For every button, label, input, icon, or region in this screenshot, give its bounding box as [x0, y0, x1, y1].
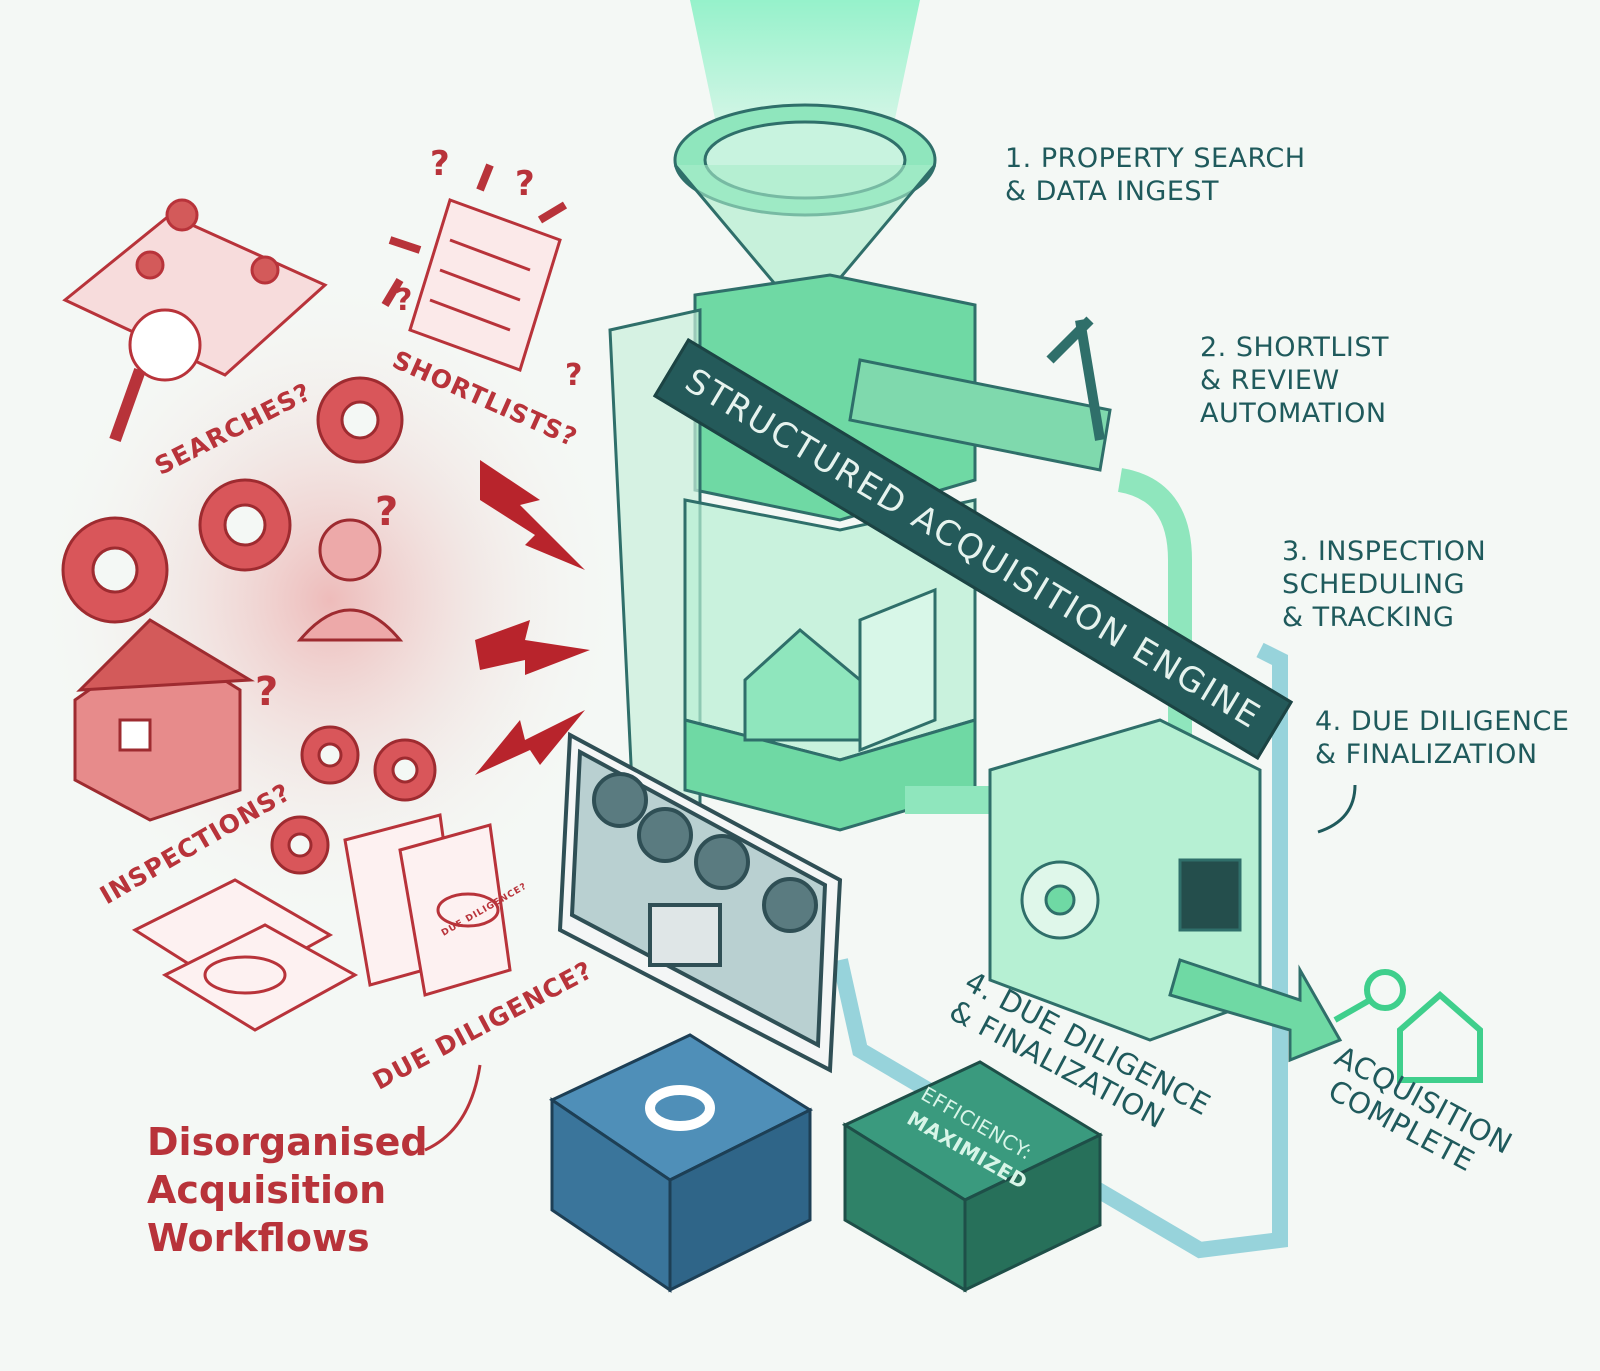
step-3-line3: & TRACKING	[1282, 602, 1455, 633]
settings-box	[548, 1033, 814, 1293]
step-1-label: 1. PROPERTY SEARCH & DATA INGEST	[1005, 142, 1306, 208]
step-1-line2: & DATA INGEST	[1005, 176, 1220, 207]
caption: Disorganised Acquisition Workflows	[147, 1118, 428, 1262]
confused-person-icon: ?	[296, 489, 404, 642]
gear-icons	[61, 376, 437, 875]
svg-text:?: ?	[395, 283, 412, 318]
map-search-icon	[62, 198, 328, 443]
step-2-line1: 2. SHORTLIST	[1200, 332, 1389, 363]
funnel	[673, 103, 937, 292]
step-2-line3: AUTOMATION	[1200, 398, 1387, 429]
chaos-arrows	[475, 460, 590, 775]
checklist-icon: ? ? ? ?	[381, 144, 582, 393]
step-3-line1: 3. INSPECTION	[1282, 536, 1487, 567]
engine-machine	[608, 273, 1343, 1259]
efficiency-box	[841, 1060, 1104, 1293]
gear-icon	[645, 1085, 715, 1131]
step-3-line2: SCHEDULING	[1282, 569, 1466, 600]
step-2-label: 2. SHORTLIST & REVIEW AUTOMATION	[1200, 331, 1389, 430]
step-2-line2: & REVIEW	[1200, 365, 1340, 396]
step-3-label: 3. INSPECTION SCHEDULING & TRACKING	[1282, 535, 1486, 634]
caption-arrow	[424, 1064, 482, 1152]
svg-text:?: ?	[565, 358, 582, 393]
keys-house-icon	[1333, 969, 1483, 1083]
step-1-line1: 1. PROPERTY SEARCH	[1005, 143, 1306, 174]
caption-line1: Disorganised	[147, 1120, 428, 1164]
svg-text:?: ?	[255, 669, 278, 715]
broken-house-icon: ?	[73, 618, 278, 822]
step4-arrow	[1317, 784, 1357, 834]
svg-text:?: ?	[515, 164, 535, 204]
step-4-label: 4. DUE DILIGENCE & FINALIZATION	[1315, 705, 1569, 771]
caption-line2: Acquisition	[147, 1168, 387, 1212]
document-icons	[131, 813, 512, 1032]
svg-text:?: ?	[375, 489, 398, 535]
step-4-line1: 4. DUE DILIGENCE	[1315, 706, 1570, 737]
svg-text:?: ?	[430, 144, 450, 184]
caption-line3: Workflows	[147, 1216, 370, 1260]
step-4-line2: & FINALIZATION	[1315, 739, 1538, 770]
team-monitor	[557, 731, 843, 1074]
